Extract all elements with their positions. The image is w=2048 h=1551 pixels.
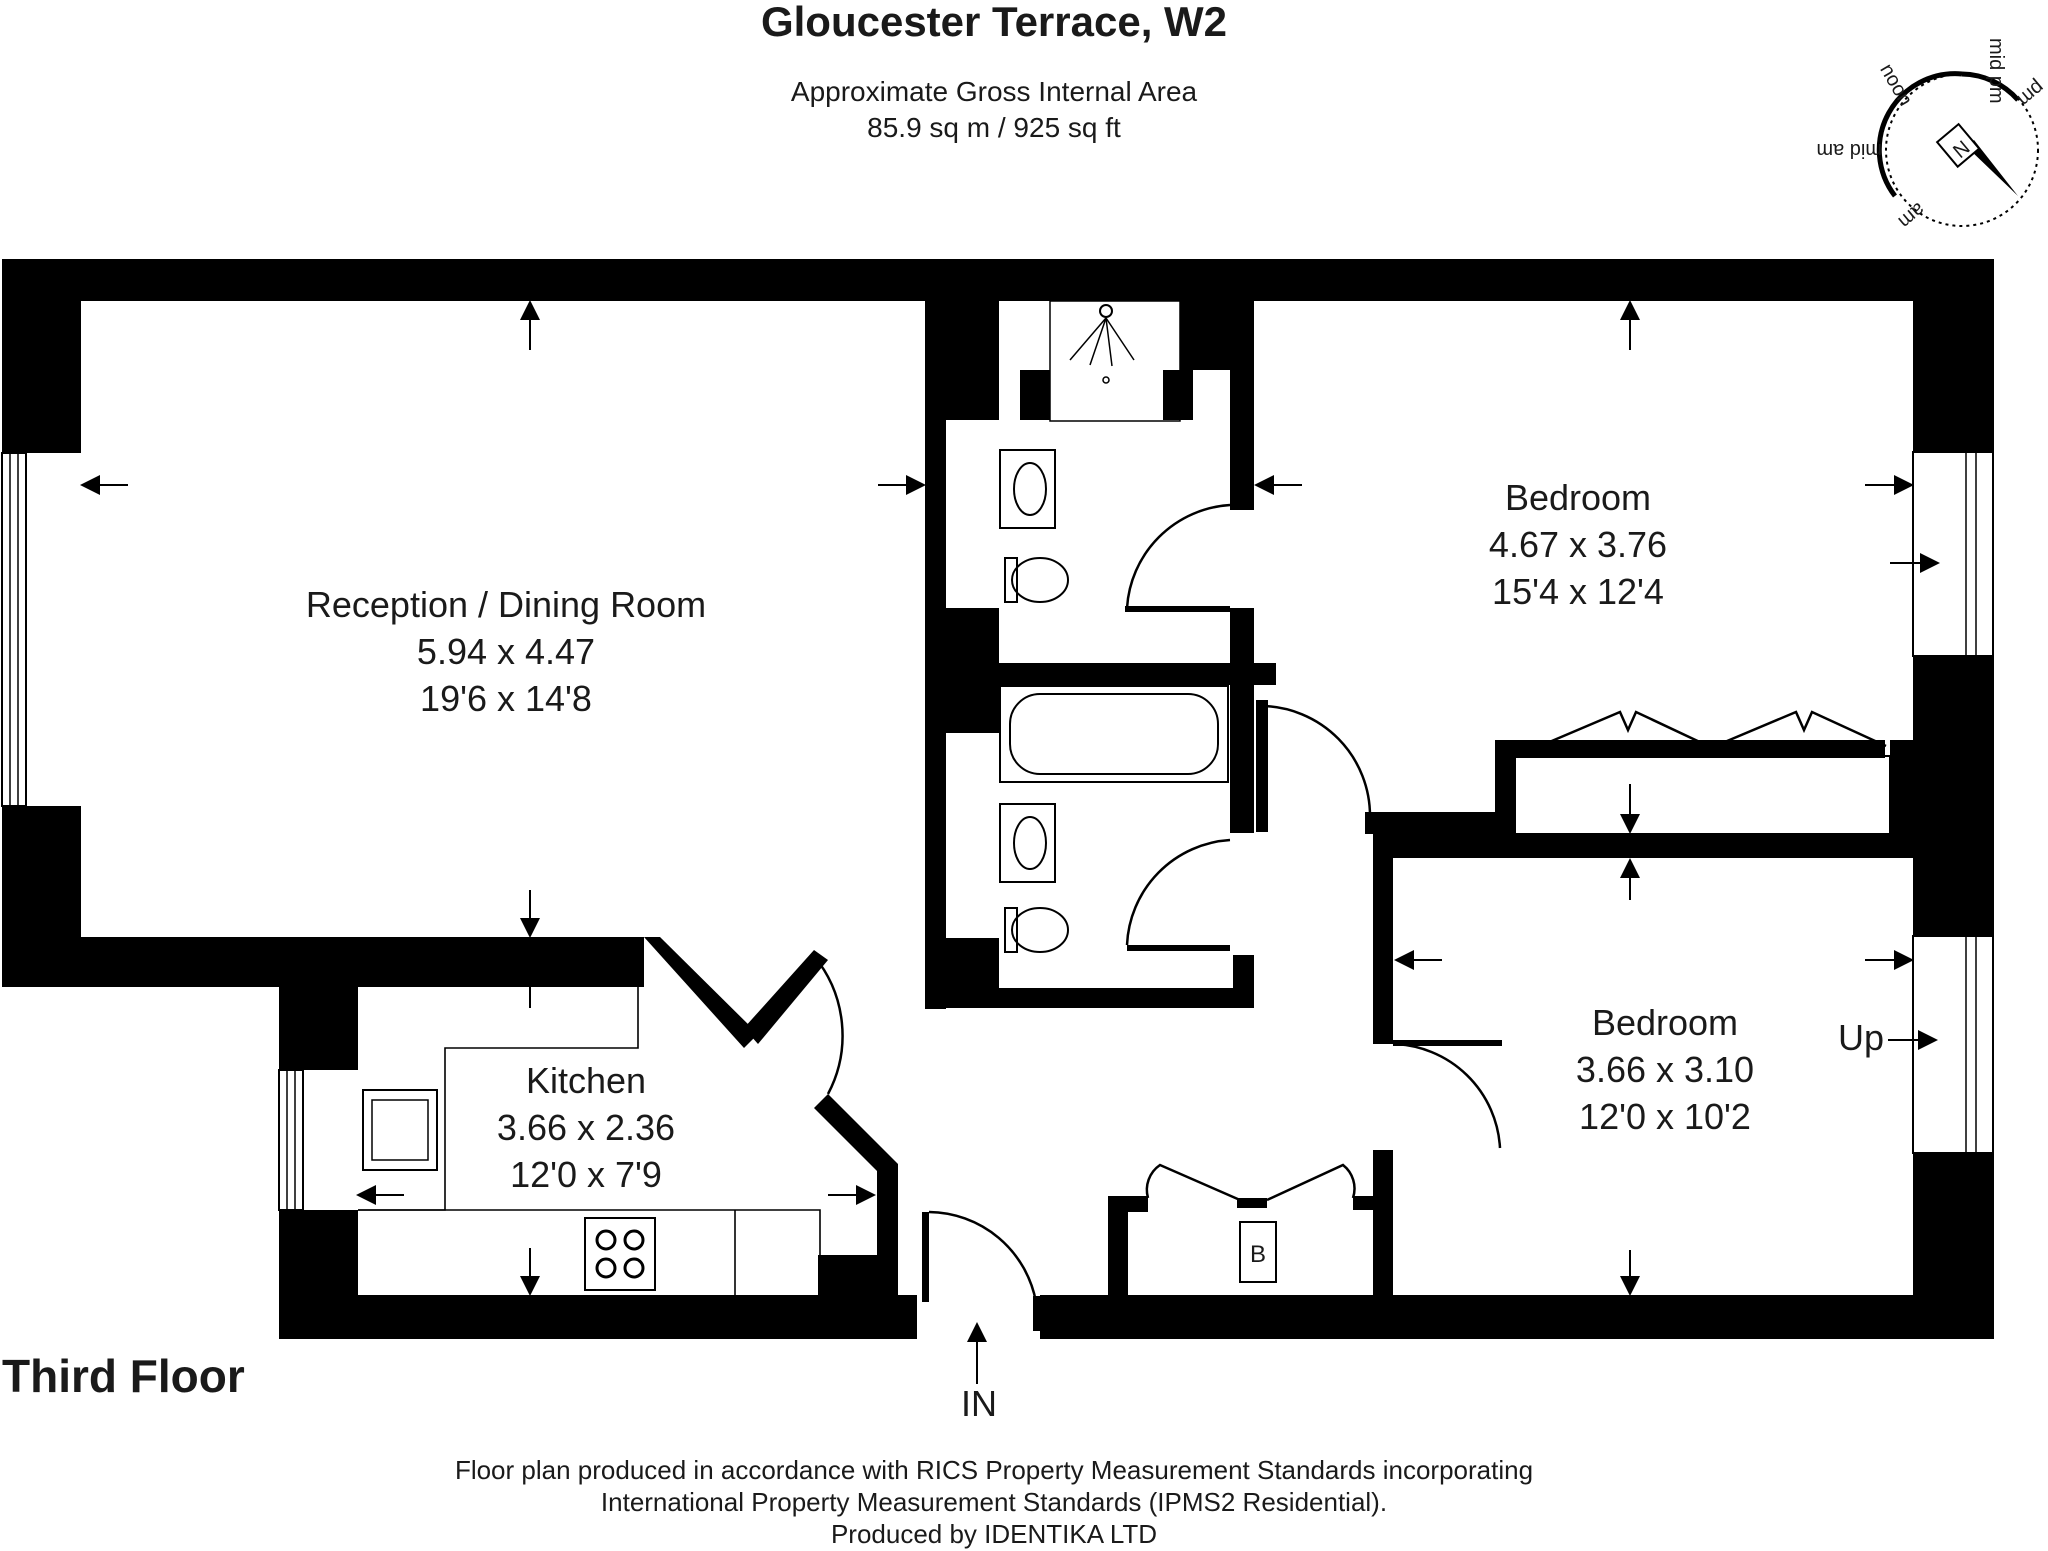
compass-mid-am: mid am <box>1816 139 1882 161</box>
room-name: Kitchen <box>526 1060 646 1101</box>
toilet-icon <box>1004 557 1069 603</box>
compass-noon: noon <box>1875 60 1916 110</box>
dimension-arrows <box>80 300 1940 1384</box>
area-value: 85.9 sq m / 925 sq ft <box>867 112 1121 143</box>
room-metric: 5.94 x 4.47 <box>417 631 595 672</box>
washbasin-icon <box>999 449 1056 529</box>
room-name: Bedroom <box>1592 1002 1738 1043</box>
kitchen-worktop <box>358 968 821 1295</box>
hob-icon <box>584 1217 656 1291</box>
room-imperial: 15'4 x 12'4 <box>1492 571 1664 612</box>
wardrobe <box>1514 710 1891 835</box>
room-imperial: 19'6 x 14'8 <box>420 678 592 719</box>
compass-am: am <box>1894 198 1929 233</box>
room-bedroom-1: Bedroom 4.67 x 3.76 15'4 x 12'4 <box>1489 477 1667 612</box>
room-imperial: 12'0 x 10'2 <box>1579 1096 1751 1137</box>
room-imperial: 12'0 x 7'9 <box>510 1154 662 1195</box>
shower-icon <box>1049 300 1181 422</box>
windows <box>1 451 1994 1211</box>
bath-icon <box>999 685 1229 783</box>
compass-icon: N mid pm pm noon mid am am <box>1816 38 2048 233</box>
interior-walls <box>922 259 1993 1331</box>
footer-line-1: Floor plan produced in accordance with R… <box>455 1455 1533 1485</box>
room-reception: Reception / Dining Room 5.94 x 4.47 19'6… <box>306 584 706 719</box>
room-metric: 4.67 x 3.76 <box>1489 524 1667 565</box>
compass-pm: pm <box>2013 76 2048 111</box>
floor-label: Third Floor <box>2 1350 245 1402</box>
boiler-label: B <box>1250 1241 1266 1268</box>
up-label: Up <box>1838 1017 1884 1058</box>
room-bedroom-2: Bedroom 3.66 x 3.10 12'0 x 10'2 <box>1576 1002 1754 1137</box>
boiler-cupboard: B <box>1239 1221 1277 1283</box>
room-name: Reception / Dining Room <box>306 584 706 625</box>
plan-title: Gloucester Terrace, W2 <box>761 0 1227 45</box>
compass-mid-pm: mid pm <box>1985 38 2007 104</box>
room-name: Bedroom <box>1505 477 1651 518</box>
room-metric: 3.66 x 3.10 <box>1576 1049 1754 1090</box>
room-kitchen: Kitchen 3.66 x 2.36 12'0 x 7'9 <box>497 1060 675 1195</box>
room-metric: 3.66 x 2.36 <box>497 1107 675 1148</box>
toilet-icon <box>1004 907 1069 953</box>
footer-line-2: International Property Measurement Stand… <box>601 1487 1387 1517</box>
entrance-label: IN <box>961 1383 997 1424</box>
area-label: Approximate Gross Internal Area <box>791 76 1198 107</box>
sink-icon <box>362 1089 438 1171</box>
washbasin-icon <box>999 803 1056 883</box>
footer-line-3: Produced by IDENTIKA LTD <box>831 1519 1157 1549</box>
exterior-walls <box>2 259 1994 1339</box>
doors <box>813 503 1502 1303</box>
